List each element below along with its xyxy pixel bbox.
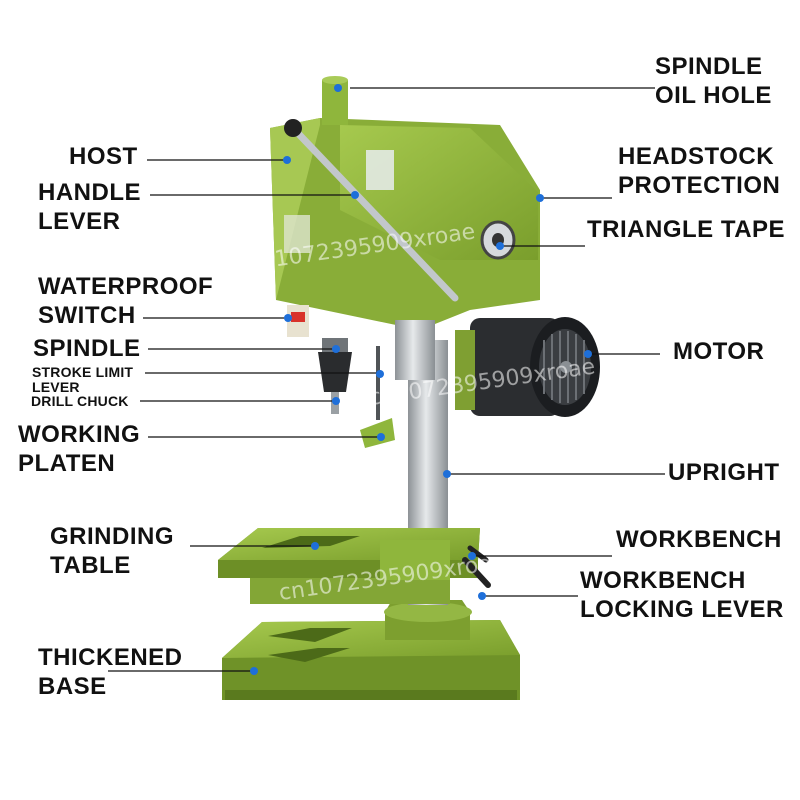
- label-spindle: SPINDLE: [33, 335, 141, 362]
- marker-dot: [443, 470, 451, 478]
- label-thickened-base: THICKENED BASE: [38, 643, 183, 701]
- marker-dot: [311, 542, 319, 550]
- marker-dot: [334, 84, 342, 92]
- label-line: THICKENED: [38, 644, 183, 671]
- label-line: WORKBENCH: [580, 567, 746, 594]
- label-line: LEVER: [32, 379, 80, 395]
- table-pedestal-part: [384, 600, 472, 640]
- label-line: BASE: [38, 673, 107, 700]
- label-motor: MOTOR: [673, 338, 765, 365]
- marker-dot: [478, 592, 486, 600]
- label-triangle-tape: TRIANGLE TAPE: [587, 216, 786, 243]
- label-line: HEADSTOCK: [618, 143, 775, 170]
- marker-dot: [250, 667, 258, 675]
- label-stroke-limit-lever: STROKE LIMIT LEVER: [32, 365, 133, 395]
- label-spindle-oil-hole: SPINDLE OIL HOLE: [655, 52, 772, 110]
- marker-dot: [377, 433, 385, 441]
- label-line: STROKE LIMIT: [32, 364, 134, 380]
- marker-dot: [468, 552, 476, 560]
- label-line: WORKING: [18, 421, 141, 448]
- label-host: HOST: [69, 143, 138, 170]
- grinding-table-part: [218, 528, 480, 604]
- workbench-locking-lever-part: [462, 545, 491, 588]
- spindle-sleeve-part: [395, 320, 435, 380]
- label-workbench: WORKBENCH: [616, 526, 782, 553]
- leader-lines: [108, 87, 665, 672]
- triangle-tape-pulley-part: [480, 220, 516, 260]
- marker-dot: [283, 156, 291, 164]
- label-headstock-protection: HEADSTOCK PROTECTION: [618, 142, 780, 200]
- spindle-top-part: [322, 76, 348, 125]
- label-line: WATERPROOF: [38, 273, 214, 300]
- marker-dot: [376, 370, 384, 378]
- label-line: SWITCH: [38, 302, 136, 329]
- motor-part: [455, 317, 600, 417]
- label-line: PLATEN: [18, 450, 116, 477]
- waterproof-switch-part: [287, 305, 309, 337]
- marker-dots: [250, 84, 592, 675]
- marker-dot: [584, 350, 592, 358]
- label-line: OIL HOLE: [655, 82, 772, 109]
- label-line: LOCKING LEVER: [580, 596, 784, 623]
- label-grinding-table: GRINDING TABLE: [50, 522, 174, 580]
- label-line: GRINDING: [50, 523, 174, 550]
- label-line: LEVER: [38, 208, 121, 235]
- label-line: PROTECTION: [618, 172, 781, 199]
- working-platen-part: [360, 346, 395, 448]
- thickened-base-part: [222, 620, 520, 700]
- marker-dot: [496, 242, 504, 250]
- marker-dot: [351, 191, 359, 199]
- marker-dot: [284, 314, 292, 322]
- label-drill-chuck: DRILL CHUCK: [31, 393, 129, 409]
- label-upright: UPRIGHT: [668, 459, 780, 486]
- label-working-platen: WORKING PLATEN: [18, 420, 140, 478]
- marker-dot: [332, 345, 340, 353]
- label-handle-lever: HANDLE LEVER: [38, 178, 141, 236]
- label-line: SPINDLE: [655, 53, 763, 80]
- label-workbench-locking-lever: WORKBENCH LOCKING LEVER: [580, 566, 784, 624]
- marker-dot: [536, 194, 544, 202]
- label-line: HANDLE: [38, 179, 141, 206]
- label-waterproof-switch: WATERPROOF SWITCH: [38, 272, 213, 330]
- marker-dot: [332, 397, 340, 405]
- label-line: TABLE: [50, 552, 131, 579]
- handle-lever-part: [284, 119, 459, 302]
